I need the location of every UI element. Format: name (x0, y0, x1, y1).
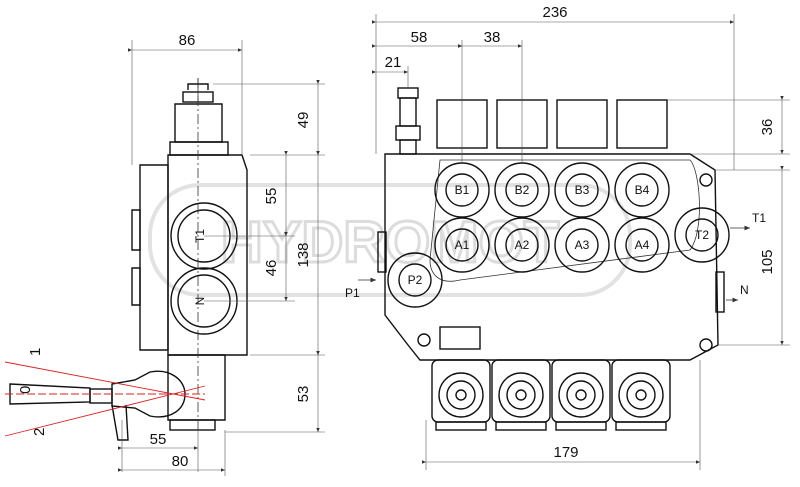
dim-front-38: 38 (484, 29, 501, 46)
port-b1-label: B1 (455, 183, 470, 197)
port-a3-label: A3 (575, 238, 590, 252)
side-view: T1 N 1 0 2 86 49 55 46 138 (4, 32, 325, 476)
dim-front-58: 58 (411, 29, 428, 46)
label-t1: T1 (752, 211, 766, 225)
port-a1-label: A1 (455, 238, 470, 252)
port-a2-label: A2 (515, 238, 530, 252)
ports-b: B1 B2 B3 B4 (434, 162, 670, 218)
dim-side-bottom-width: 80 (172, 453, 189, 470)
port-p2-label: P2 (408, 273, 423, 287)
label-n: N (740, 283, 749, 297)
port-n-label: N (193, 297, 207, 306)
solenoid-row (438, 372, 664, 418)
dim-front-21: 21 (385, 54, 402, 71)
dim-side-top-height: 49 (295, 112, 312, 129)
lever-position-2: 2 (31, 428, 48, 436)
dim-front-overall-width: 236 (542, 4, 567, 21)
dim-side-55: 55 (263, 188, 280, 205)
dim-side-width: 86 (179, 32, 196, 49)
port-b4-label: B4 (635, 183, 650, 197)
lever-position-0: 0 (17, 386, 34, 394)
port-t1-label: T1 (193, 229, 207, 243)
dim-side-46: 46 (263, 260, 280, 277)
port-a4-label: A4 (635, 238, 650, 252)
dim-side-bottom-height: 53 (295, 386, 312, 403)
lever-position-1: 1 (27, 348, 44, 356)
ports-a: A1 A2 A3 A4 (434, 217, 670, 273)
dim-side-body-height: 138 (295, 242, 312, 267)
port-b3-label: B3 (575, 183, 590, 197)
dim-side-lever-offset: 55 (150, 431, 167, 448)
port-b2-label: B2 (515, 183, 530, 197)
dim-front-bottom-width: 179 (553, 444, 578, 461)
front-view: B1 B2 B3 B4 A1 A2 A3 A4 T2 P2 P1 T1 N (345, 4, 790, 470)
dim-front-top-height: 36 (759, 119, 776, 136)
dim-front-body-height: 105 (759, 249, 776, 274)
port-t2-label: T2 (695, 228, 709, 242)
label-p1: P1 (345, 286, 360, 300)
